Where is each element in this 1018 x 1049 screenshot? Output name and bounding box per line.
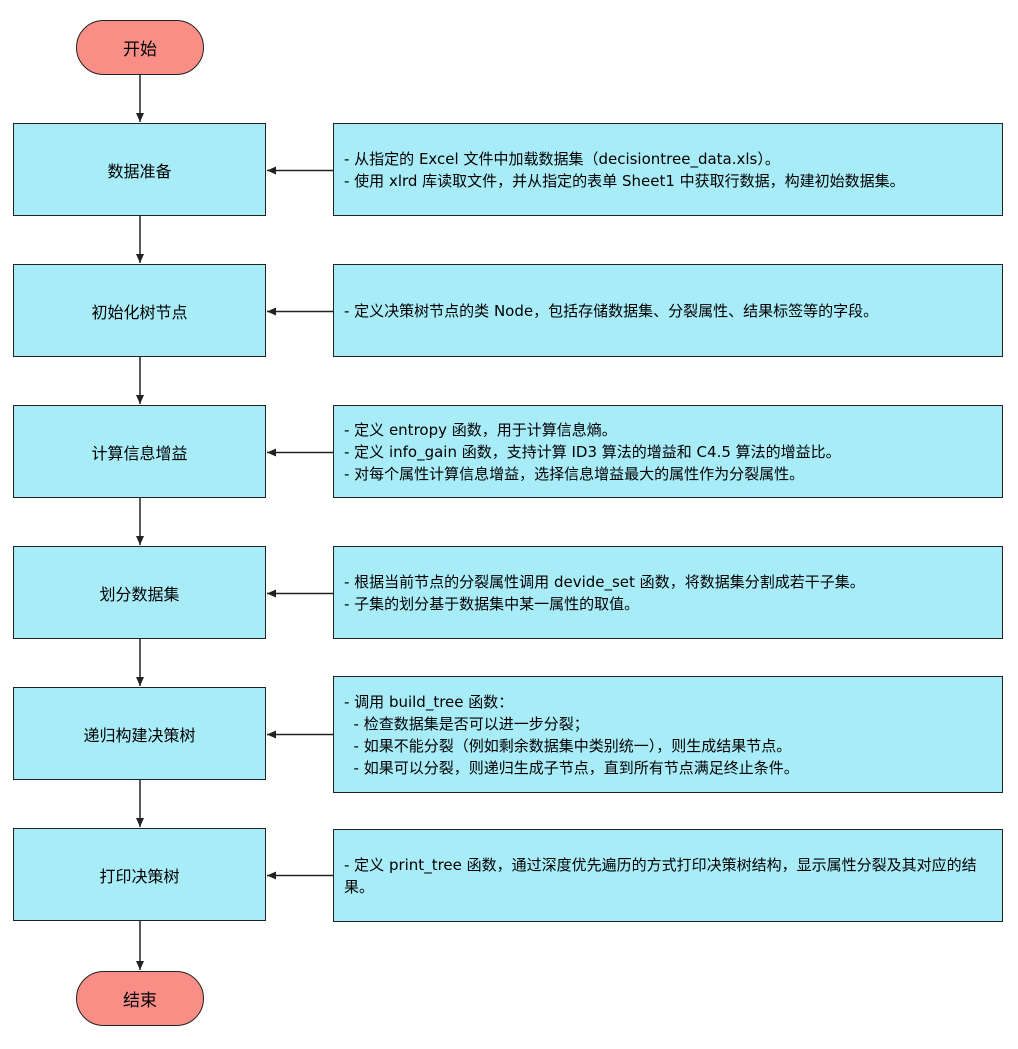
annotation-line: - 定义决策树节点的类 Node，包括存储数据集、分裂属性、结果标签等的字段。 [344,301,879,320]
annotation-line: - 对每个属性计算信息增益，选择信息增益最大的属性作为分裂属性。 [344,464,805,483]
annotation-line: - 调用 build_tree 函数： [344,692,514,711]
annotation-note-6: - 定义 print_tree 函数，通过深度优先遍历的方式打印决策树结构，显示… [333,829,1003,922]
annotation-line: - 如果不能分裂（例如剩余数据集中类别统一），则生成结果节点。 [344,736,792,755]
process-step-4[interactable]: 划分数据集 [13,546,266,639]
process-step-label: 初始化树节点 [91,302,188,322]
annotation-line: - 子集的划分基于数据集中某一属性的取值。 [344,594,640,613]
annotation-line: - 定义 entropy 函数，用于计算信息熵。 [344,420,617,439]
annotation-line: - 从指定的 Excel 文件中加载数据集（decisiontree_data.… [344,149,780,168]
annotation-line: - 定义 print_tree 函数，通过深度优先遍历的方式打印决策树结构，显示… [344,855,977,896]
process-step-1[interactable]: 数据准备 [13,123,266,216]
annotation-line: - 定义 info_gain 函数，支持计算 ID3 算法的增益和 C4.5 算… [344,442,841,461]
annotation-line: - 检查数据集是否可以进一步分裂； [344,714,589,733]
annotation-note-4: - 根据当前节点的分裂属性调用 devide_set 函数，将数据集分割成若干子… [333,546,1003,639]
process-step-2[interactable]: 初始化树节点 [13,264,266,357]
annotation-note-2: - 定义决策树节点的类 Node，包括存储数据集、分裂属性、结果标签等的字段。 [333,264,1003,357]
annotation-note-3: - 定义 entropy 函数，用于计算信息熵。 - 定义 info_gain 函… [333,405,1003,498]
end-node[interactable]: 结束 [76,971,204,1026]
start-label: 开始 [123,40,157,60]
process-step-label: 划分数据集 [99,584,180,604]
start-node[interactable]: 开始 [76,20,204,75]
annotation-note-1: - 从指定的 Excel 文件中加载数据集（decisiontree_data.… [333,123,1003,216]
annotation-line: - 如果可以分裂，则递归生成子节点，直到所有节点满足终止条件。 [344,758,799,777]
process-step-label: 数据准备 [107,161,172,181]
end-label: 结束 [123,991,157,1011]
process-step-5[interactable]: 递归构建决策树 [13,687,266,780]
process-step-label: 打印决策树 [99,866,180,886]
annotation-line: - 使用 xlrd 库读取文件，并从指定的表单 Sheet1 中获取行数据，构建… [344,171,905,190]
process-step-label: 递归构建决策树 [83,725,196,745]
process-step-6[interactable]: 打印决策树 [13,828,266,921]
annotation-note-5: - 调用 build_tree 函数： - 检查数据集是否可以进一步分裂； - … [333,676,1003,793]
annotation-line: - 根据当前节点的分裂属性调用 devide_set 函数，将数据集分割成若干子… [344,572,865,591]
process-step-3[interactable]: 计算信息增益 [13,405,266,498]
process-step-label: 计算信息增益 [91,443,188,463]
